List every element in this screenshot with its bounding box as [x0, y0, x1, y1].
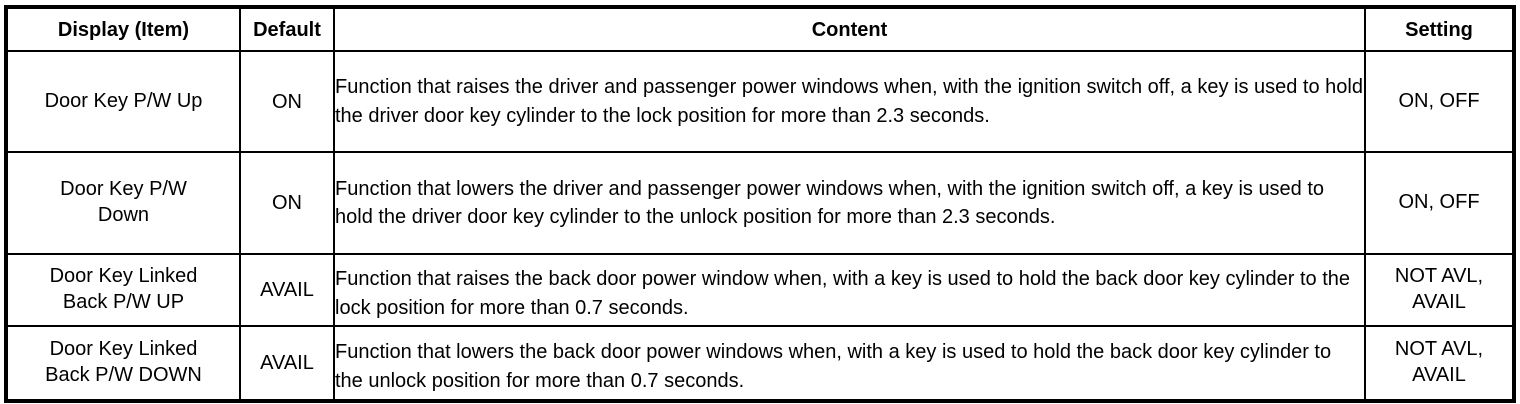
table-row: Door Key Linked Back P/W UP AVAIL Functi… — [5, 253, 1515, 327]
cell-setting: ON, OFF — [1364, 50, 1515, 153]
cell-setting: NOT AVL, AVAIL — [1364, 325, 1515, 402]
cell-content: Function that raises the back door power… — [333, 253, 1366, 327]
table-row: Door Key P/W Down ON Function that lower… — [5, 151, 1515, 255]
column-header-content: Content — [333, 6, 1366, 52]
table-header: Display (Item) Default Content Setting — [5, 6, 1515, 52]
cell-default: AVAIL — [239, 253, 335, 327]
table-body: Door Key P/W Up ON Function that raises … — [5, 50, 1515, 402]
column-header-display-item: Display (Item) — [5, 6, 241, 52]
cell-default: ON — [239, 50, 335, 153]
column-header-default: Default — [239, 6, 335, 52]
table-row: Door Key Linked Back P/W DOWN AVAIL Func… — [5, 325, 1515, 402]
cell-setting: NOT AVL, AVAIL — [1364, 253, 1515, 327]
cell-display-item: Door Key Linked Back P/W DOWN — [5, 325, 241, 402]
cell-default: AVAIL — [239, 325, 335, 402]
cell-content: Function that raises the driver and pass… — [333, 50, 1366, 153]
cell-display-item: Door Key Linked Back P/W UP — [5, 253, 241, 327]
cell-content: Function that lowers the back door power… — [333, 325, 1366, 402]
cell-display-item: Door Key P/W Down — [5, 151, 241, 255]
column-header-setting: Setting — [1364, 6, 1515, 52]
cell-display-item: Door Key P/W Up — [5, 50, 241, 153]
cell-setting: ON, OFF — [1364, 151, 1515, 255]
table-header-row: Display (Item) Default Content Setting — [5, 6, 1515, 52]
cell-content: Function that lowers the driver and pass… — [333, 151, 1366, 255]
cell-default: ON — [239, 151, 335, 255]
table-row: Door Key P/W Up ON Function that raises … — [5, 50, 1515, 153]
settings-specification-table: Display (Item) Default Content Setting D… — [4, 5, 1516, 403]
